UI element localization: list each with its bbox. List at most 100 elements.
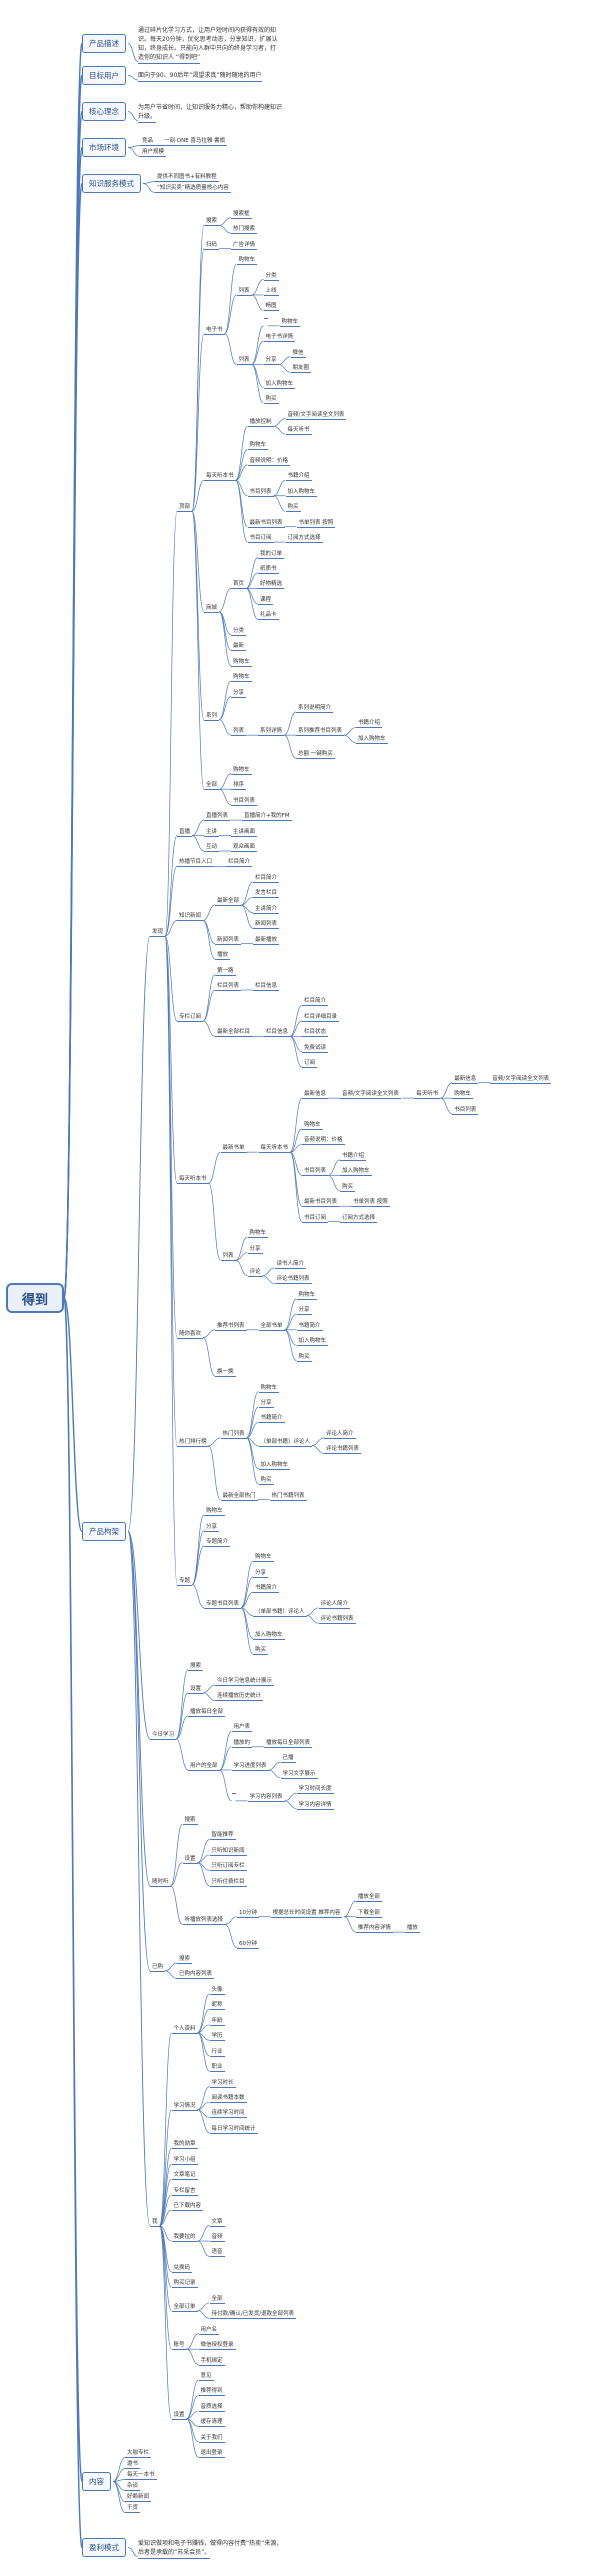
tree-node[interactable]: 搜索框 bbox=[231, 210, 252, 219]
tree-node[interactable]: 订阅 bbox=[302, 1060, 318, 1069]
tree-node[interactable]: 音质选择 bbox=[198, 2403, 225, 2412]
tree-node[interactable]: 购物车 bbox=[231, 658, 252, 667]
tree-node[interactable]: 全部 bbox=[204, 782, 220, 791]
tree-node[interactable]: 电子书 bbox=[204, 326, 225, 335]
tree-node[interactable]: 下载全部 bbox=[355, 1909, 382, 1918]
tree-node[interactable]: 列表 bbox=[236, 357, 252, 366]
tree-node[interactable]: 购物车 bbox=[253, 1554, 274, 1563]
tree-node[interactable]: 栏目简介 bbox=[302, 998, 329, 1007]
tree-node[interactable]: 我的勋章 bbox=[171, 2141, 198, 2150]
tree-node[interactable]: 最新书单 bbox=[220, 1145, 247, 1154]
section-4[interactable]: 知识服务模式 bbox=[82, 174, 141, 193]
tree-node[interactable]: 书目订阅 bbox=[302, 1214, 329, 1223]
tree-node[interactable]: 首页 bbox=[231, 581, 247, 590]
tree-node[interactable]: 电子书详情 bbox=[263, 334, 296, 343]
tree-node[interactable]: 系列 bbox=[204, 712, 220, 721]
section-item[interactable]: 每天一本书 bbox=[125, 2471, 157, 2480]
tree-node[interactable]: 广告详情 bbox=[231, 241, 258, 250]
tree-node[interactable]: 年龄 bbox=[209, 2017, 225, 2026]
tree-node[interactable]: 购物车 bbox=[296, 1291, 318, 1300]
tree-node[interactable]: 订阅方式选择 bbox=[285, 535, 323, 544]
tree-node[interactable]: 加入购物车 bbox=[356, 735, 388, 744]
tree-node[interactable]: 60分钟 bbox=[237, 1940, 259, 1949]
tree-node[interactable]: 随时听 bbox=[150, 1878, 171, 1887]
tree-node[interactable]: 总额 一键购买 bbox=[296, 751, 335, 760]
tree-node[interactable]: 用户的全部 bbox=[188, 1762, 220, 1771]
section-0[interactable]: 产品描述 bbox=[82, 34, 126, 53]
tree-node[interactable]: 系列详情 bbox=[258, 728, 285, 737]
tree-node[interactable]: 最新 bbox=[231, 643, 247, 652]
tree-node[interactable]: 意见 bbox=[198, 2373, 214, 2382]
tree-node[interactable]: 加入购物车 bbox=[296, 1338, 329, 1347]
tree-node[interactable]: 搜索 bbox=[182, 1817, 198, 1826]
tree-node[interactable]: 文章 bbox=[209, 2218, 225, 2227]
tree-node[interactable]: 听播放列表选择 bbox=[182, 1917, 226, 1926]
tree-node[interactable]: 购物车 bbox=[236, 257, 258, 266]
tree-node[interactable]: 音频/文字阅读全文列表 bbox=[285, 411, 347, 420]
tree-node[interactable]: 文章笔记 bbox=[171, 2172, 198, 2181]
tree-node[interactable]: 购物车 bbox=[247, 1230, 269, 1239]
tree-node[interactable]: 学习小组 bbox=[171, 2156, 198, 2165]
tree-node[interactable]: 昵称 bbox=[209, 2002, 225, 2011]
tree-node[interactable]: 阅读书籍本数 bbox=[209, 2095, 247, 2104]
tree-node[interactable]: 换一换 bbox=[215, 1369, 236, 1378]
tree-node[interactable]: 播放的 bbox=[231, 1739, 253, 1748]
tree-node[interactable]: 加入购物车 bbox=[263, 380, 296, 389]
tree-node[interactable]: 全部书单 bbox=[258, 1322, 285, 1331]
section-item[interactable]: “知识买卖”精选质量核心内容 bbox=[155, 184, 231, 193]
tree-node[interactable]: 订阅方式选择 bbox=[340, 1214, 378, 1223]
tree-node[interactable]: 书目列表 bbox=[452, 1106, 479, 1115]
section-7[interactable]: 盈利模式 bbox=[82, 2538, 126, 2557]
tree-node[interactable]: 礼品卡 bbox=[258, 612, 279, 621]
section-item[interactable]: 好赖新闻 bbox=[125, 2493, 152, 2502]
tree-node[interactable]: 排序 bbox=[231, 782, 247, 791]
tree-node[interactable]: 音频 bbox=[209, 2234, 225, 2243]
tree-node[interactable]: 书目列表 bbox=[231, 797, 258, 806]
tree-node[interactable]: 购买记录 bbox=[171, 2280, 198, 2289]
tree-node[interactable]: 朋友圈 bbox=[290, 365, 312, 374]
tree-node[interactable]: 播放每日全部 bbox=[188, 1708, 226, 1717]
tree-node[interactable]: 热门书籍列表 bbox=[269, 1492, 307, 1501]
tree-node[interactable]: 10分钟 bbox=[237, 1909, 259, 1918]
tree-node[interactable]: （单部书籍）评论人 bbox=[253, 1608, 307, 1617]
tree-node[interactable]: 最新书目列表 bbox=[247, 519, 285, 528]
tree-node[interactable]: 关于我们 bbox=[198, 2434, 225, 2443]
tree-node[interactable]: 购物车 bbox=[452, 1091, 473, 1100]
tree-node[interactable]: 用户名 bbox=[198, 2326, 220, 2335]
tree-node[interactable]: 每天听本书 bbox=[204, 473, 236, 482]
tree-node[interactable]: 评论书籍列表 bbox=[324, 1446, 362, 1455]
tree-node[interactable]: 我要拉的 bbox=[171, 2234, 198, 2243]
section-3[interactable]: 市场环境 bbox=[82, 138, 126, 157]
tree-node[interactable]: 纸质书 bbox=[258, 565, 279, 574]
tree-node[interactable]: 发言栏目 bbox=[253, 890, 280, 899]
tree-node[interactable]: 评论人简介 bbox=[324, 1430, 356, 1439]
tree-node[interactable]: 最新信息 bbox=[452, 1075, 479, 1084]
tree-node[interactable]: 设置 bbox=[171, 2411, 187, 2420]
tree-node[interactable]: 设置 bbox=[182, 1855, 198, 1864]
tree-node[interactable]: 热播节目入口 bbox=[177, 859, 215, 868]
tree-node[interactable]: 专题 bbox=[177, 1577, 193, 1586]
tree-node[interactable]: 书单列表 按照 bbox=[351, 1199, 390, 1208]
tree-node[interactable]: 书籍介绍 bbox=[340, 1152, 367, 1161]
tree-node[interactable]: 书单列表 按照 bbox=[296, 519, 336, 528]
section-item[interactable]: 邀书 bbox=[125, 2460, 141, 2469]
tree-node[interactable]: 书籍简介 bbox=[258, 1415, 285, 1424]
tree-node[interactable]: 书目订阅 bbox=[247, 535, 274, 544]
tree-node[interactable]: 用户表 bbox=[231, 1724, 253, 1733]
tree-node[interactable]: 我的订单 bbox=[258, 550, 285, 559]
tree-node[interactable]: 全部 bbox=[209, 2295, 225, 2304]
section-item[interactable]: 杂谈 bbox=[125, 2482, 141, 2491]
section-item[interactable]: 干货 bbox=[125, 2504, 141, 2513]
tree-node[interactable]: 每天听本书 bbox=[177, 1176, 209, 1185]
tree-node[interactable]: 专题简介 bbox=[204, 1539, 231, 1547]
tree-node[interactable]: 语音 bbox=[209, 2249, 225, 2258]
tree-node[interactable]: 畅图 bbox=[263, 303, 279, 312]
tree-node[interactable]: 学习时间长度 bbox=[296, 1786, 334, 1795]
tree-node[interactable] bbox=[231, 1792, 236, 1794]
tree-node[interactable]: 连续播放历史统计 bbox=[215, 1693, 264, 1702]
tree-node[interactable]: 列表 bbox=[236, 287, 252, 296]
section-6[interactable]: 内容 bbox=[82, 2472, 111, 2491]
tree-node[interactable]: 购买 bbox=[253, 1647, 269, 1656]
tree-node[interactable]: 栏目简介 bbox=[226, 859, 253, 868]
tree-node[interactable]: 头像 bbox=[209, 1986, 225, 1995]
